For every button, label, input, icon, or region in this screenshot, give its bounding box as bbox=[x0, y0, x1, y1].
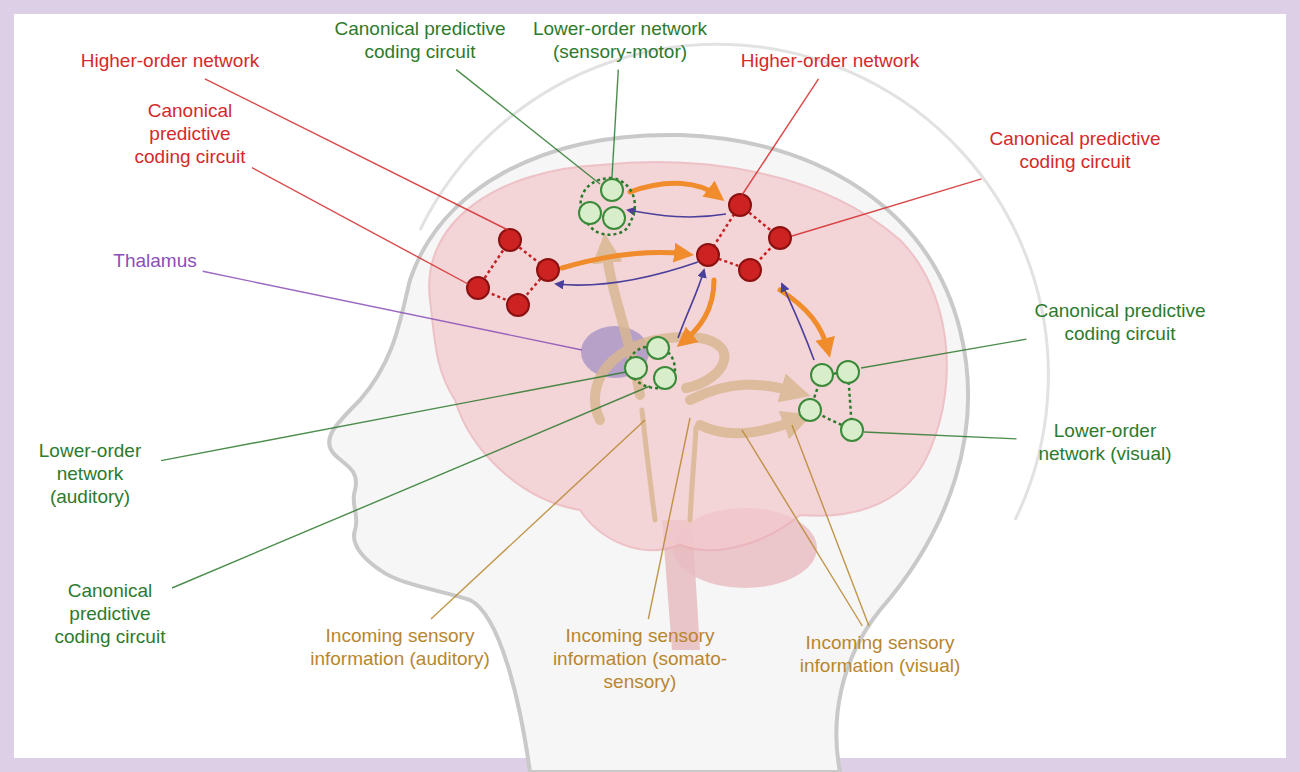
head-silhouette bbox=[329, 135, 968, 772]
leader-line bbox=[648, 418, 690, 619]
neuron bbox=[837, 361, 859, 383]
label-slot: Thalamus bbox=[75, 250, 235, 273]
neuron bbox=[537, 259, 559, 281]
brain bbox=[429, 162, 947, 550]
blue-arrow bbox=[628, 210, 726, 217]
label-slot: Incoming sensory information (somato-sen… bbox=[545, 625, 735, 693]
blue-arrow bbox=[782, 284, 814, 360]
callout-label: Canonical predictive coding circuit bbox=[134, 100, 246, 168]
leader-line bbox=[792, 425, 869, 626]
leader-line bbox=[792, 179, 982, 236]
callout-label: Lower-order network (visual) bbox=[1023, 420, 1188, 466]
sensory-input bbox=[690, 428, 696, 520]
callout-label: Canonical predictive coding circuit bbox=[1033, 300, 1208, 346]
label-slot: Canonical predictive coding circuit bbox=[988, 128, 1163, 174]
neuron bbox=[811, 364, 833, 386]
blue-arrows bbox=[556, 210, 814, 360]
label-slot: Higher-order network bbox=[700, 50, 960, 73]
green-circuit bbox=[579, 179, 625, 229]
label-slot: Lower-order network (sensory-motor) bbox=[505, 18, 735, 64]
neuron bbox=[467, 277, 489, 299]
neuron bbox=[769, 227, 791, 249]
sensory-input bbox=[642, 410, 655, 520]
orange-arrow bbox=[562, 253, 686, 268]
sensory-pathway bbox=[700, 420, 798, 433]
neuron bbox=[654, 367, 676, 389]
label-slot: Incoming sensory information (auditory) bbox=[310, 625, 490, 671]
blue-arrow bbox=[678, 270, 704, 338]
leader-line bbox=[864, 432, 1017, 439]
callout-label: Higher-order network bbox=[81, 50, 259, 73]
blue-arrow bbox=[556, 262, 698, 285]
neuron bbox=[799, 399, 821, 421]
neuron bbox=[579, 202, 601, 224]
neuron bbox=[601, 179, 623, 201]
neuron bbox=[739, 259, 761, 281]
neuron bbox=[625, 357, 647, 379]
label-slot: Canonical predictive coding circuit bbox=[1033, 300, 1208, 346]
red-circuit bbox=[697, 194, 791, 281]
leader-line bbox=[742, 430, 862, 626]
callout-label: Thalamus bbox=[113, 250, 196, 273]
thalamus-shape bbox=[581, 326, 649, 378]
leader-line bbox=[203, 271, 582, 350]
callout-label: Canonical predictive coding circuit bbox=[54, 580, 166, 648]
leader-line bbox=[431, 420, 645, 619]
leader-line bbox=[456, 70, 600, 184]
callout-label: Incoming sensory information (auditory) bbox=[310, 625, 490, 671]
leader-line bbox=[861, 339, 1027, 368]
neuron bbox=[507, 294, 529, 316]
leader-line bbox=[172, 386, 650, 588]
callout-label: Lower-order network (auditory) bbox=[25, 440, 155, 508]
orange-arrow bbox=[630, 183, 718, 196]
neuron bbox=[841, 419, 863, 441]
label-slot: Canonical predictive coding circuit bbox=[134, 100, 246, 168]
leader-line bbox=[612, 70, 618, 177]
callout-label: Higher-order network bbox=[741, 50, 919, 73]
callout-label: Lower-order network (sensory-motor) bbox=[505, 18, 735, 64]
orange-arrow bbox=[780, 290, 828, 350]
label-slot: Lower-order network (visual) bbox=[1023, 420, 1188, 466]
leader-line bbox=[252, 168, 468, 284]
neuron bbox=[647, 337, 669, 359]
callout-label: Incoming sensory information (somato-sen… bbox=[545, 625, 735, 693]
label-slot: Canonical predictive coding circuit bbox=[54, 580, 166, 648]
red-circuit bbox=[467, 229, 559, 316]
neuron bbox=[499, 229, 521, 251]
neuron bbox=[697, 244, 719, 266]
orange-arrows bbox=[562, 183, 828, 350]
leader-line bbox=[161, 372, 626, 461]
label-slot: Higher-order network bbox=[40, 50, 300, 73]
label-slot: Lower-order network (auditory) bbox=[25, 440, 155, 508]
sensory-pathway bbox=[690, 385, 796, 400]
callout-label: Incoming sensory information (visual) bbox=[780, 632, 980, 678]
orange-arrow bbox=[683, 280, 714, 342]
callout-label: Canonical predictive coding circuit bbox=[333, 18, 508, 64]
neuron bbox=[729, 194, 751, 216]
leader-line bbox=[205, 79, 508, 230]
leader-line bbox=[742, 79, 819, 195]
circuit-loops bbox=[478, 178, 852, 430]
green-circuit bbox=[625, 337, 676, 389]
label-slot: Canonical predictive coding circuit bbox=[333, 18, 508, 64]
sensory-pathway bbox=[595, 337, 725, 420]
sensory-pathways bbox=[595, 248, 798, 520]
green-circuit bbox=[799, 361, 863, 441]
neuron-circles bbox=[467, 179, 863, 441]
neuron bbox=[603, 207, 625, 229]
label-slot: Incoming sensory information (visual) bbox=[780, 632, 980, 678]
callout-label: Canonical predictive coding circuit bbox=[988, 128, 1163, 174]
